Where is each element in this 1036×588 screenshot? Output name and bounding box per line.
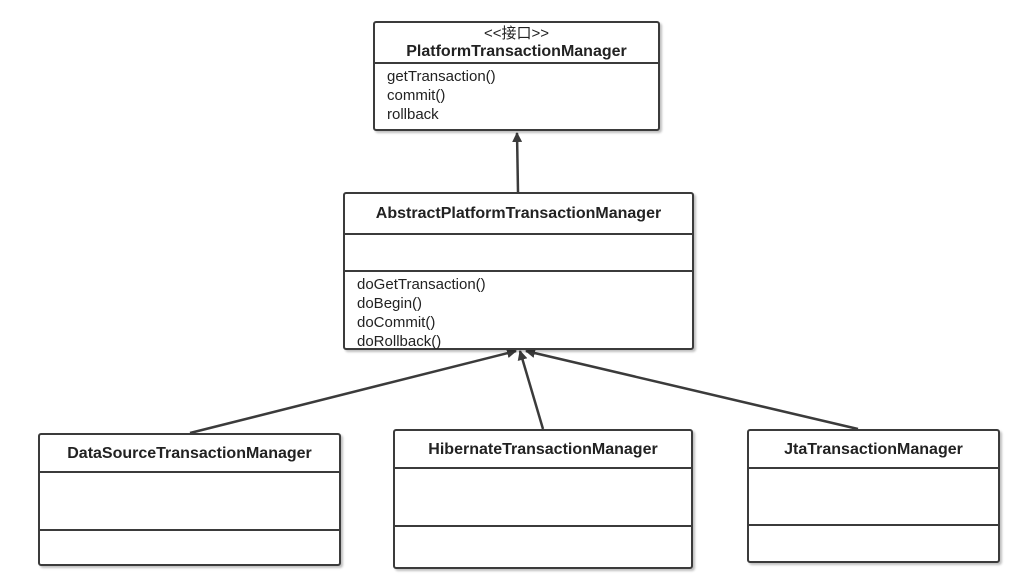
jta-attributes (749, 469, 998, 526)
datasource-operations (40, 531, 339, 564)
hibernate-attributes (395, 469, 691, 527)
hibernate-operations (395, 527, 691, 567)
interface-name: PlatformTransactionManager (406, 42, 627, 60)
abstract-class-attributes (345, 235, 692, 272)
edge-hibernate-to-abstract (517, 350, 545, 430)
interface-class-box[interactable]: <<接口>> PlatformTransactionManager getTra… (373, 21, 660, 131)
edge-jta-to-abstract (525, 348, 859, 431)
datasource-header: DataSourceTransactionManager (40, 435, 339, 473)
operation: getTransaction() (387, 68, 496, 85)
interface-stereotype: <<接口>> (483, 24, 550, 42)
jta-class-name: JtaTransactionManager (784, 440, 963, 458)
datasource-attributes (40, 473, 339, 531)
abstract-class-operations: doGetTransaction() doBegin() doCommit() … (345, 272, 692, 350)
edge-datasource-to-abstract (189, 348, 517, 435)
operation: commit() (387, 87, 446, 104)
interface-operations: getTransaction() commit() rollback (375, 64, 658, 129)
abstract-class-name: AbstractPlatformTransactionManager (375, 205, 662, 222)
abstract-class-box[interactable]: AbstractPlatformTransactionManager doGet… (343, 192, 694, 350)
operation: doCommit() (357, 314, 436, 331)
operation: doRollback() (357, 333, 442, 350)
operation: doBegin() (357, 295, 423, 312)
hibernate-class-name: HibernateTransactionManager (428, 440, 658, 458)
datasource-class-box[interactable]: DataSourceTransactionManager (38, 433, 341, 566)
datasource-class-name: DataSourceTransactionManager (67, 444, 312, 462)
hibernate-class-box[interactable]: HibernateTransactionManager (393, 429, 693, 569)
interface-header: <<接口>> PlatformTransactionManager (375, 23, 658, 64)
jta-class-box[interactable]: JtaTransactionManager (747, 429, 1000, 563)
abstract-class-header: AbstractPlatformTransactionManager (345, 194, 692, 235)
jta-header: JtaTransactionManager (749, 431, 998, 469)
jta-operations (749, 526, 998, 561)
hibernate-header: HibernateTransactionManager (395, 431, 691, 469)
operation: rollback (387, 106, 439, 123)
operation: doGetTransaction() (357, 276, 486, 293)
edge-abstract-to-interface (512, 132, 523, 193)
